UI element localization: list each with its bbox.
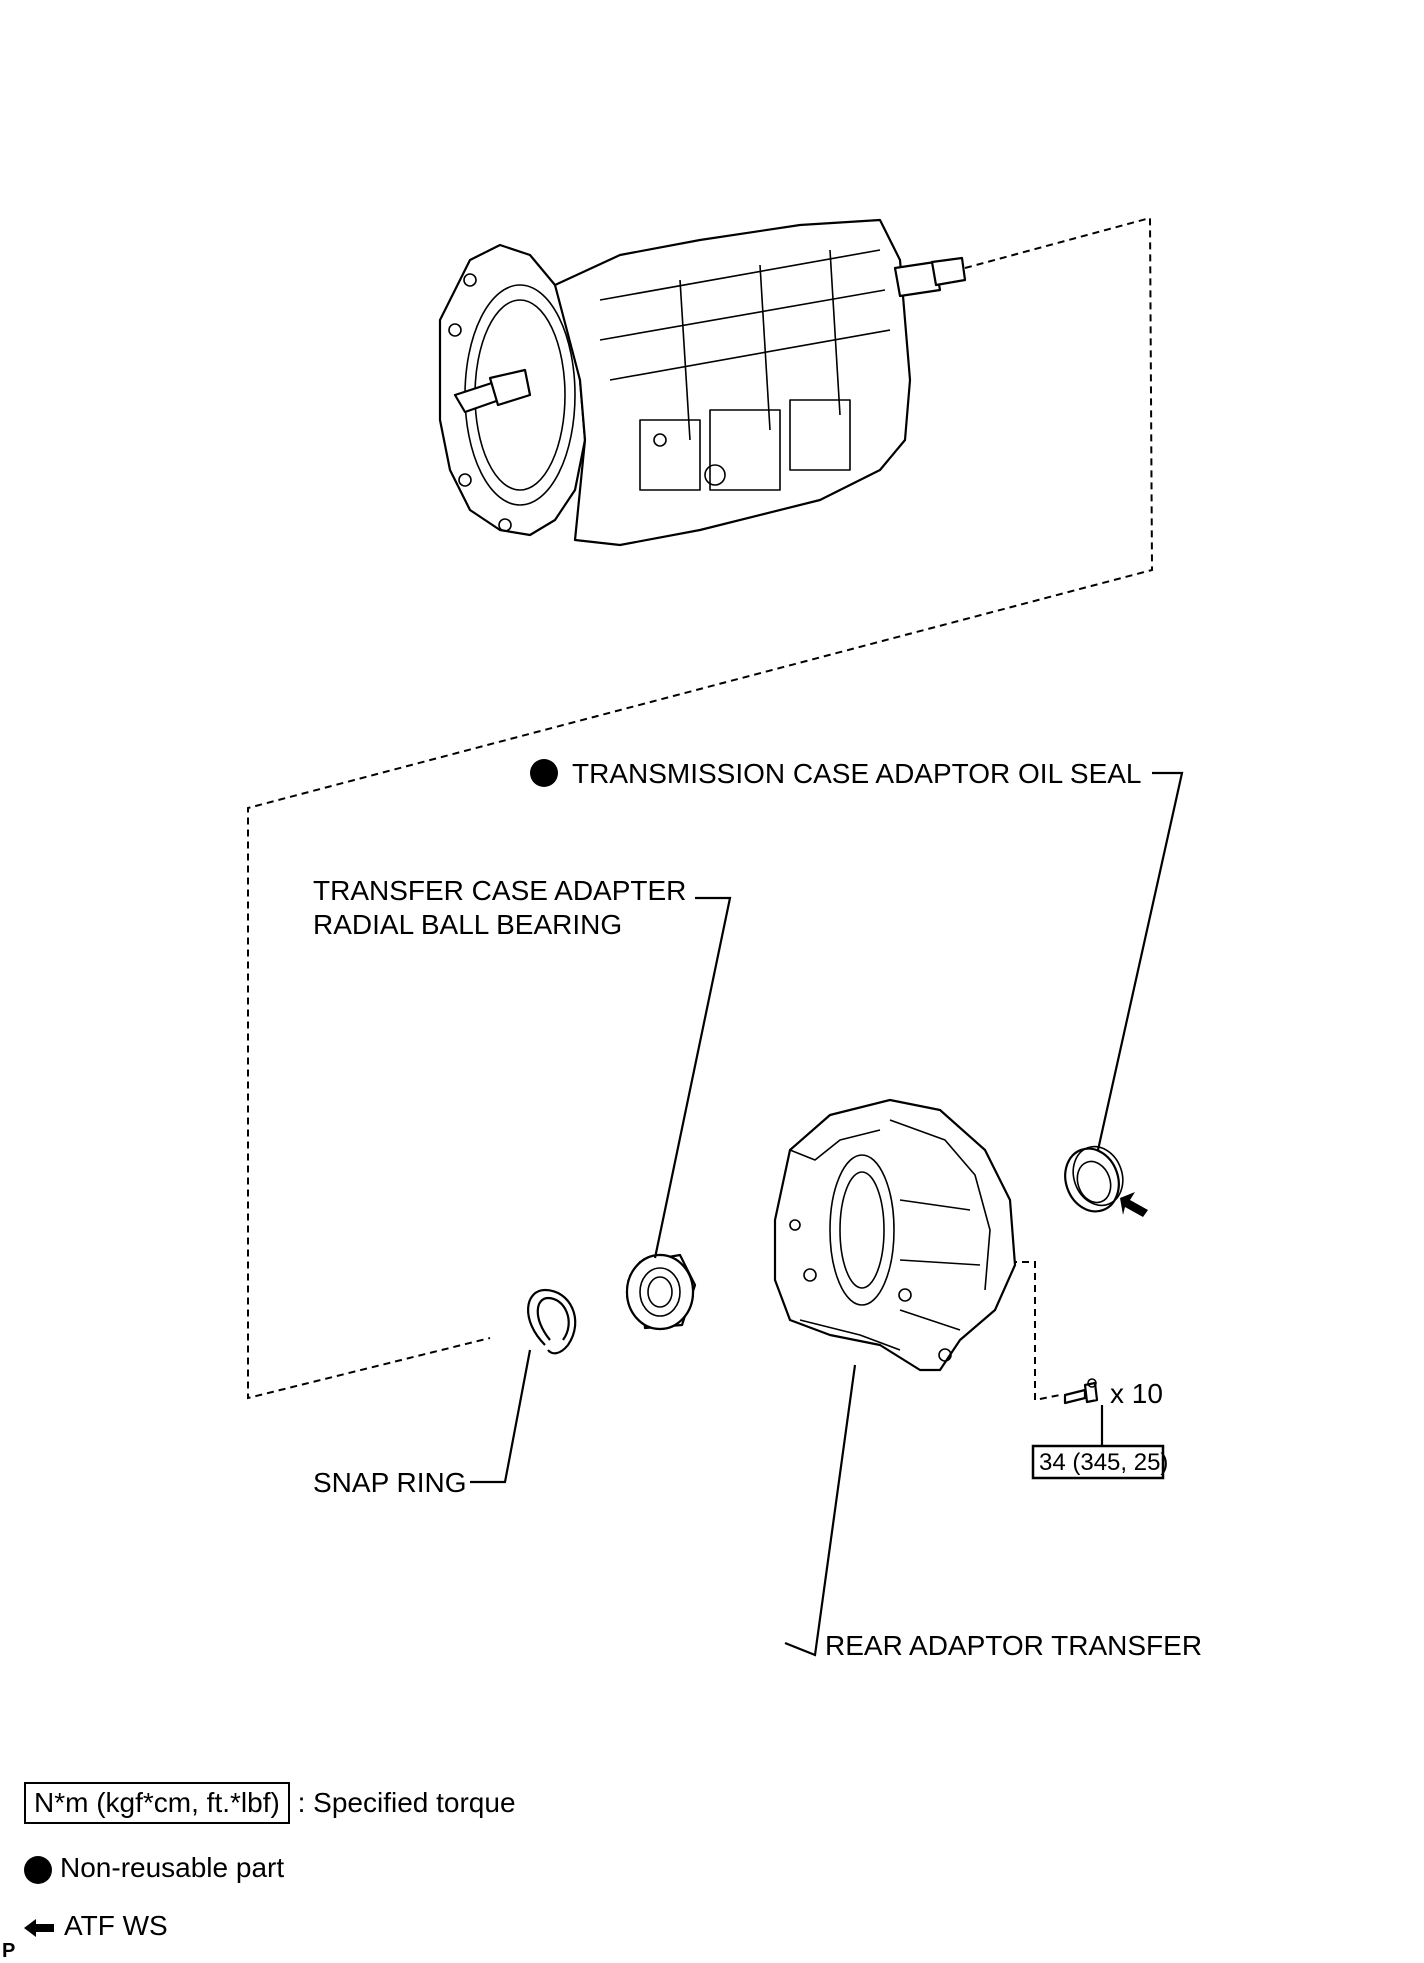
label-bearing-line2: RADIAL BALL BEARING (313, 909, 622, 940)
snap-ring-part (527, 1288, 577, 1355)
torque-value: 34 (345, 25) (1039, 1449, 1168, 1476)
label-oil-seal: TRANSMISSION CASE ADAPTOR OIL SEAL (572, 758, 1142, 789)
legend-non-reusable-text: Non-reusable part (60, 1852, 285, 1883)
alignment-dash-top (247, 216, 1154, 1400)
bolt-part (1063, 1378, 1099, 1405)
leader-bearing (653, 896, 732, 1259)
rear-adaptor-transfer-part (773, 1098, 1017, 1372)
non-reusable-dot-icon (24, 1855, 52, 1884)
label-bearing-line1: TRANSFER CASE ADAPTER (313, 875, 686, 906)
label-bolt-qty: x 10 (1110, 1378, 1163, 1409)
non-reusable-dot-icon (530, 759, 558, 787)
ball-bearing-part (625, 1253, 697, 1331)
atf-application-arrow-icon (1120, 1192, 1148, 1217)
label-snap-ring: SNAP RING (313, 1467, 467, 1498)
legend-torque-box: N*m (kgf*cm, ft.*lbf) (24, 1782, 290, 1824)
legend-torque: N*m (kgf*cm, ft.*lbf) : Specified torque (24, 1782, 516, 1824)
legend-atf-text: ATF WS (64, 1910, 168, 1941)
footer-mark: P (2, 1940, 16, 1962)
transmission-assembly (438, 218, 967, 547)
leader-snap-ring (470, 1349, 532, 1484)
legend-non-reusable: Non-reusable part (24, 1852, 284, 1884)
atf-arrow-icon (24, 1918, 54, 1937)
torque-value-box (1031, 1444, 1165, 1480)
legend-atf: ATF WS (24, 1910, 168, 1942)
legend-torque-text: : Specified torque (297, 1787, 516, 1818)
label-rear-adaptor: REAR ADAPTOR TRANSFER (825, 1630, 1202, 1661)
leader-oil-seal (1096, 771, 1184, 1151)
alignment-dash-bolt (1010, 1261, 1061, 1402)
oil-seal-part (1064, 1145, 1124, 1213)
leader-rear-adaptor (784, 1364, 857, 1657)
